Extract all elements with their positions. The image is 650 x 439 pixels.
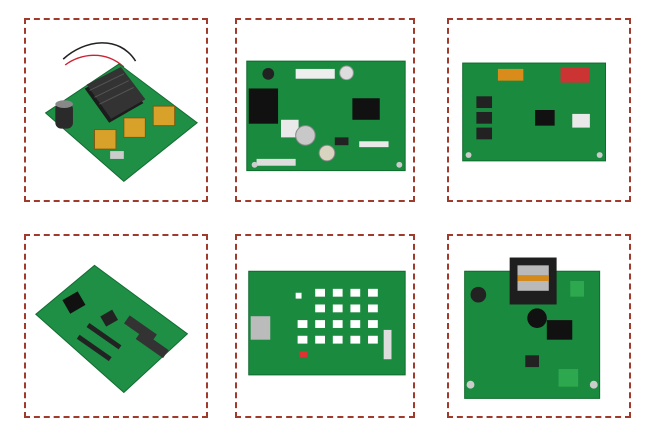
gallery-cell-5 bbox=[235, 234, 415, 418]
transformer-board-image bbox=[464, 257, 601, 399]
gallery-cell-6 bbox=[447, 234, 631, 418]
relay-board-image bbox=[462, 62, 607, 162]
led-matrix-board-image bbox=[248, 270, 406, 376]
control-board-image bbox=[246, 60, 406, 172]
gallery-cell-3 bbox=[447, 18, 631, 202]
inverter-board-image bbox=[44, 42, 198, 183]
gallery-cell-2 bbox=[235, 18, 415, 202]
gallery-cell-1 bbox=[24, 18, 208, 202]
gallery-cell-4 bbox=[24, 234, 208, 418]
interface-board-image bbox=[35, 264, 189, 394]
